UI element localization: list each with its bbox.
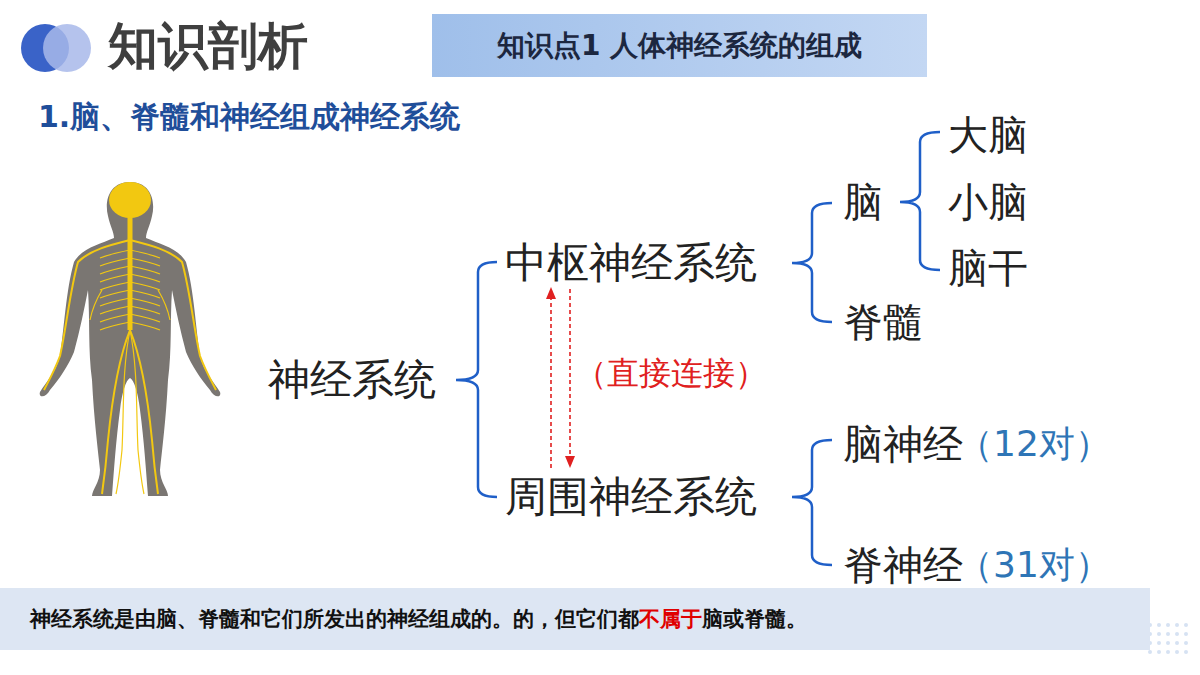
tree-term: 脑 (843, 179, 883, 225)
tree-term: 中枢神经系统 (505, 239, 757, 287)
connection-note: （直接连接） (575, 355, 767, 392)
tree-term: 神经系统 (268, 356, 436, 404)
curly-brace (456, 262, 497, 497)
curly-brace (792, 440, 832, 565)
tree-term: 小脑 (948, 179, 1028, 225)
count-note: （31对） (957, 544, 1111, 585)
section-subtitle: 1.脑、脊髓和神经组成神经系统 (38, 100, 460, 135)
curly-brace (792, 203, 832, 322)
tree-term: 脑神经 (843, 421, 963, 467)
band-text: 神经系统是由脑、脊髓和它们所发出的神经组成的。的，但它们都 (30, 605, 639, 633)
tree-term: 脑干 (948, 245, 1028, 291)
curly-brace (900, 132, 940, 270)
page-heading: 知识剖析 (108, 18, 308, 76)
band-text: 不属于 (639, 605, 702, 633)
topic-band: 知识点1 人体神经系统的组成 (432, 14, 927, 77)
count-note: （12对） (957, 423, 1111, 464)
tree-term: 脊神经 (843, 542, 963, 588)
tree-term: 大脑 (948, 112, 1028, 158)
band-text: 脑或脊髓。 (702, 605, 807, 633)
connection-arrows (546, 287, 575, 468)
tree-term: 脊髓 (843, 299, 923, 345)
band-text: 知识点1 人体神经系统的组成 (497, 27, 862, 65)
header-circle (43, 24, 91, 72)
summary-band: 神经系统是由脑、脊髓和它们所发出的神经组成的。的，但它们都不属于脑或脊髓。 (0, 588, 1150, 650)
tree-term: 周围神经系统 (505, 473, 757, 521)
human-nervous-figure (33, 172, 225, 502)
